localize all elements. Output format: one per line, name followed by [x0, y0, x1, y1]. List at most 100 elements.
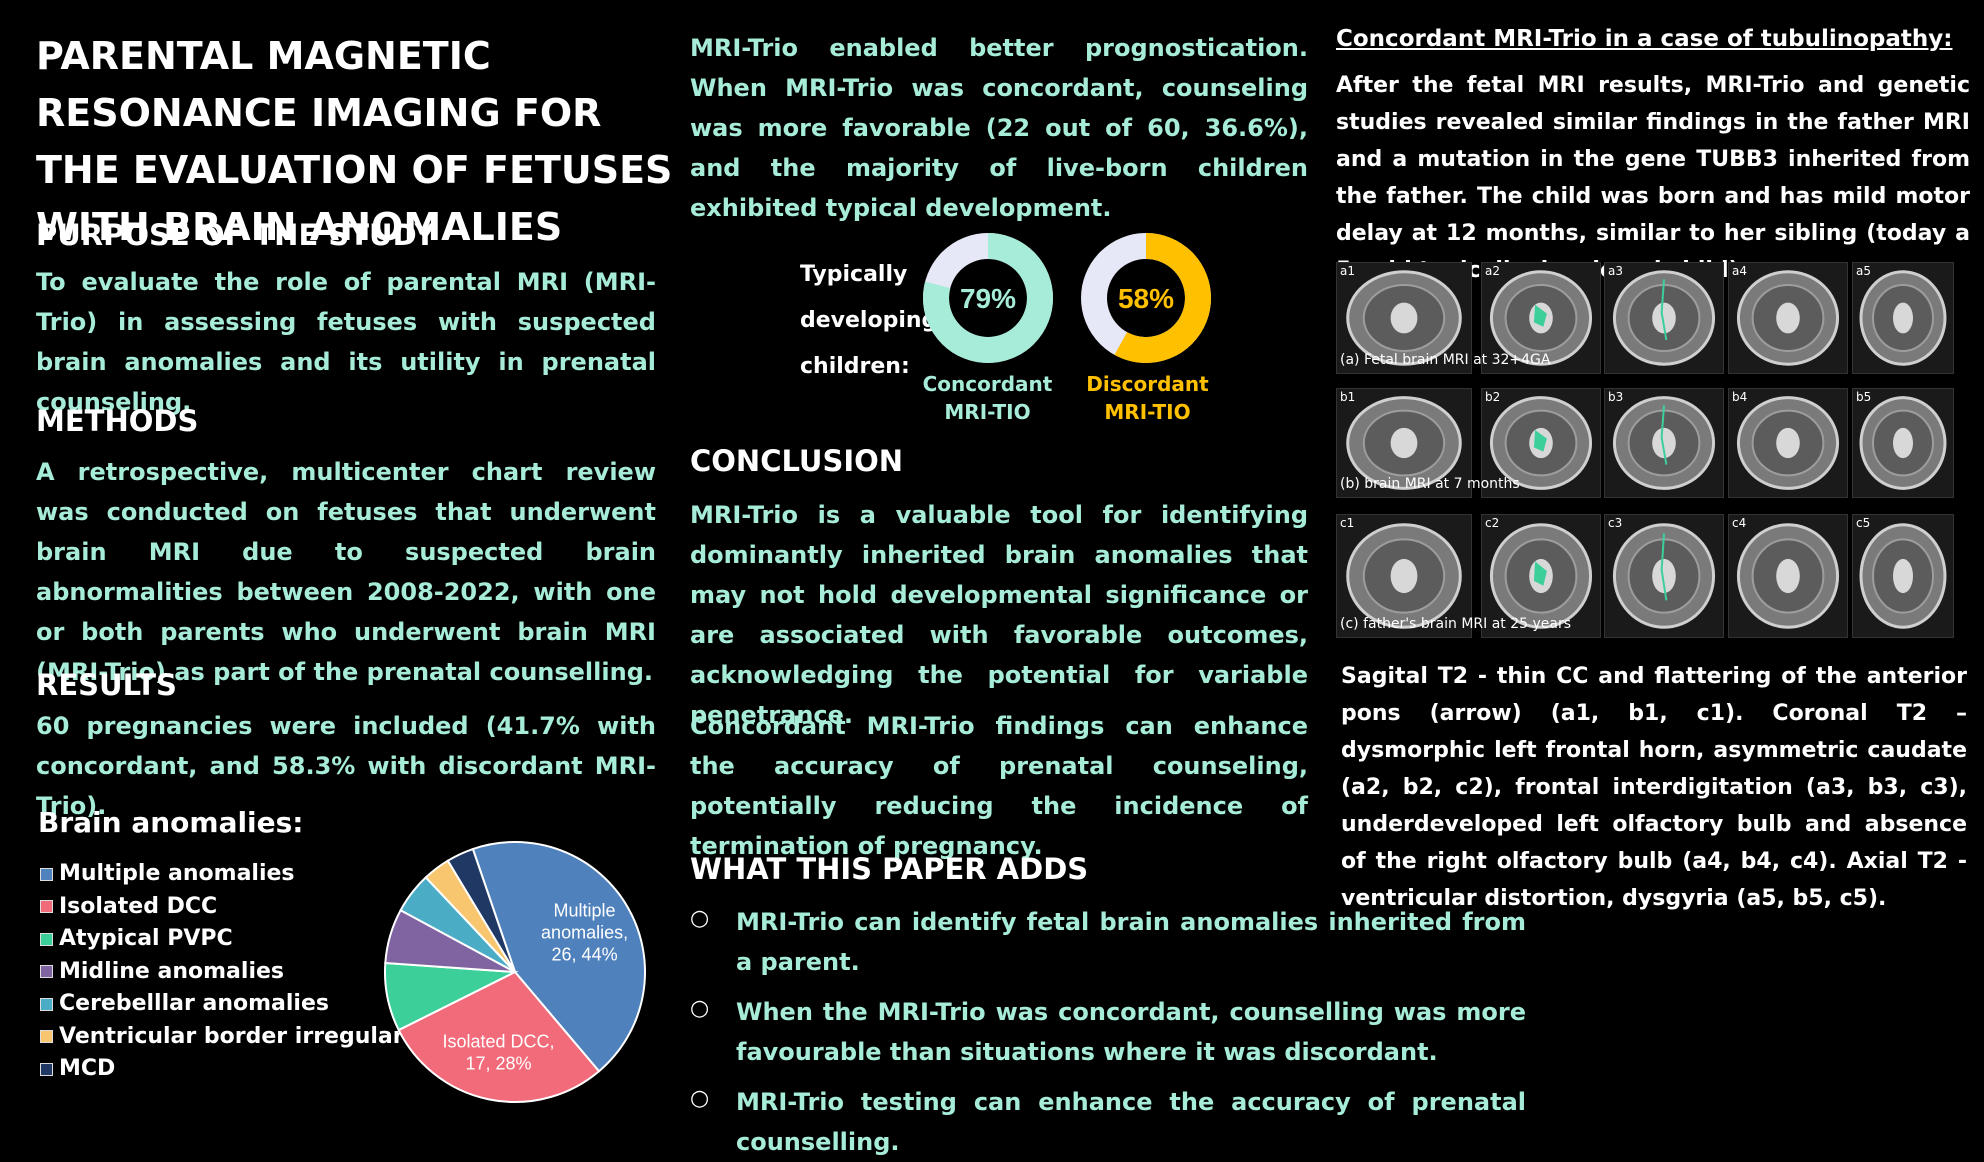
- purpose-heading: PURPOSE OF THE STUDY: [36, 218, 436, 252]
- pie-label-dcc: Isolated DCC,17, 28%: [442, 1031, 554, 1073]
- mri-row-caption: (c) father's brain MRI at 25 years: [1340, 616, 1572, 632]
- brain-scan-image: [1605, 263, 1723, 373]
- adds-item: ○ When the MRI-Trio was concordant, coun…: [690, 992, 1540, 1072]
- brain-scan-image: [1482, 263, 1600, 373]
- mri-thumbnail: a4: [1728, 262, 1848, 374]
- brain-scan-image: [1853, 389, 1953, 497]
- mri-thumbnail: c1: [1336, 514, 1472, 638]
- legend-swatch: [40, 965, 53, 979]
- pie-slice: [471, 841, 646, 1073]
- methods-text: A retrospective, multicenter chart revie…: [36, 458, 656, 686]
- mri-thumbnail: b2: [1481, 388, 1601, 498]
- adds-item-text: MRI-Trio testing can enhance the accurac…: [736, 1088, 1526, 1156]
- legend-label: MCD: [59, 1056, 116, 1081]
- adds-item-text: When the MRI-Trio was concordant, counse…: [736, 998, 1526, 1066]
- mri-thumbnail: a5: [1852, 262, 1954, 374]
- case-heading: Concordant MRI-Trio in a case of tubulin…: [1336, 26, 1953, 52]
- poster-title: PARENTAL MAGNETIC RESONANCE IMAGING FOR …: [36, 34, 673, 249]
- brain-scan-image: [1853, 515, 1953, 637]
- concordant-donut-name: Concordant MRI-TIO: [900, 370, 1075, 426]
- pie-slice: [446, 847, 516, 973]
- case-text: After the fetal MRI results, MRI-Trio an…: [1336, 73, 1970, 283]
- legend-swatch: [40, 997, 53, 1011]
- mri-thumbnail: b1: [1336, 388, 1472, 498]
- legend-item: Cerebelllar anomalies: [40, 988, 457, 1021]
- pie-slice: [397, 970, 601, 1103]
- donut-label-line: developing: [800, 308, 938, 333]
- mri-panel-label: c4: [1732, 516, 1747, 530]
- legend-item: Atypical PVPC: [40, 923, 457, 956]
- mri-panel-label: b1: [1340, 390, 1356, 404]
- concordant-donut: 79%: [923, 233, 1053, 363]
- legend-label: Atypical PVPC: [59, 926, 233, 951]
- brain-scan-image: [1853, 263, 1953, 373]
- legend-label: Multiple anomalies: [59, 861, 295, 886]
- bullet-circle-icon: ○: [690, 996, 710, 1021]
- case-findings: Sagital T2 - thin CC and flattering of t…: [1341, 664, 1967, 911]
- brain-scan-image: [1605, 389, 1723, 497]
- legend-label: Ventricular border irregularities: [59, 1023, 458, 1049]
- donut-label: Typically developing children:: [800, 252, 937, 390]
- legend-label: Cerebelllar anomalies: [59, 991, 329, 1016]
- brain-scan-image: [1337, 389, 1471, 497]
- donut-label-line: children:: [800, 354, 910, 379]
- results-heading: RESULTS: [36, 668, 177, 702]
- mri-thumbnail: a2: [1481, 262, 1601, 374]
- discordant-percent: 58%: [1118, 283, 1174, 314]
- mri-thumbnail: a1: [1336, 262, 1472, 374]
- legend-label: Midline anomalies: [59, 958, 284, 984]
- purpose-text: To evaluate the role of parental MRI (MR…: [36, 268, 656, 416]
- donut-name-line: MRI-TIO: [944, 400, 1031, 424]
- methods-heading: METHODS: [36, 404, 199, 438]
- discordant-donut-name: Discordant MRI-TIO: [1060, 370, 1235, 426]
- brain-scan-image: [1482, 515, 1600, 637]
- donut-arc: [1081, 233, 1211, 363]
- donut-label-line: Typically: [800, 262, 908, 287]
- results-text: 60 pregnancies were included (41.7% with…: [36, 712, 656, 820]
- legend-item: Multiple anomalies: [40, 858, 457, 891]
- brain-anomalies-heading: Brain anomalies:: [38, 806, 304, 839]
- pie-legend: Multiple anomalies Isolated DCC Atypical…: [40, 858, 457, 1086]
- legend-swatch: [40, 867, 53, 881]
- adds-item: ○ MRI-Trio testing can enhance the accur…: [690, 1082, 1540, 1162]
- mri-row-caption: (b) brain MRI at 7 months: [1340, 476, 1520, 492]
- adds-heading: WHAT THIS PAPER ADDS: [690, 852, 1089, 886]
- mri-thumbnail: c2: [1481, 514, 1601, 638]
- donut-name-line: MRI-TIO: [1104, 400, 1191, 424]
- donut-arc: [923, 233, 1053, 363]
- adds-list: ○ MRI-Trio can identify fetal brain anom…: [690, 902, 1540, 1162]
- mri-panel-label: b5: [1856, 390, 1872, 404]
- brain-scan-image: [1729, 515, 1847, 637]
- mri-panel-label: c5: [1856, 516, 1871, 530]
- legend-item: Midline anomalies: [40, 956, 457, 989]
- brain-scan-image: [1729, 263, 1847, 373]
- mri-panel-label: a3: [1608, 264, 1623, 278]
- brain-scan-image: [1605, 515, 1723, 637]
- mri-thumbnail: c4: [1728, 514, 1848, 638]
- mri-panel-label: b4: [1732, 390, 1748, 404]
- legend-swatch: [40, 932, 53, 946]
- prognosis-text: MRI-Trio enabled better prognostication.…: [690, 34, 1308, 222]
- brain-scan-image: [1482, 389, 1600, 497]
- mri-panel-label: b3: [1608, 390, 1624, 404]
- donut-name-line: Concordant: [922, 372, 1053, 396]
- legend-item: Isolated DCC: [40, 891, 457, 924]
- brain-scan-image: [1337, 263, 1471, 373]
- mri-thumbnail: b4: [1728, 388, 1848, 498]
- legend-item: Ventricular border irregularities: [40, 1021, 457, 1054]
- legend-swatch: [40, 1030, 53, 1044]
- mri-panel-label: c3: [1608, 516, 1623, 530]
- adds-item: ○ MRI-Trio can identify fetal brain anom…: [690, 902, 1540, 982]
- conclusion-heading: CONCLUSION: [690, 444, 904, 478]
- mri-panel-label: a2: [1485, 264, 1500, 278]
- discordant-donut: 58%: [1081, 233, 1211, 363]
- mri-panel-label: a5: [1856, 264, 1871, 278]
- mri-panel-label: b2: [1485, 390, 1501, 404]
- mri-panel-label: c1: [1340, 516, 1355, 530]
- brain-scan-image: [1729, 389, 1847, 497]
- mri-panel-label: c2: [1485, 516, 1500, 530]
- mri-panel-label: a4: [1732, 264, 1747, 278]
- legend-label: Isolated DCC: [59, 893, 218, 919]
- legend-item: MCD: [40, 1053, 457, 1086]
